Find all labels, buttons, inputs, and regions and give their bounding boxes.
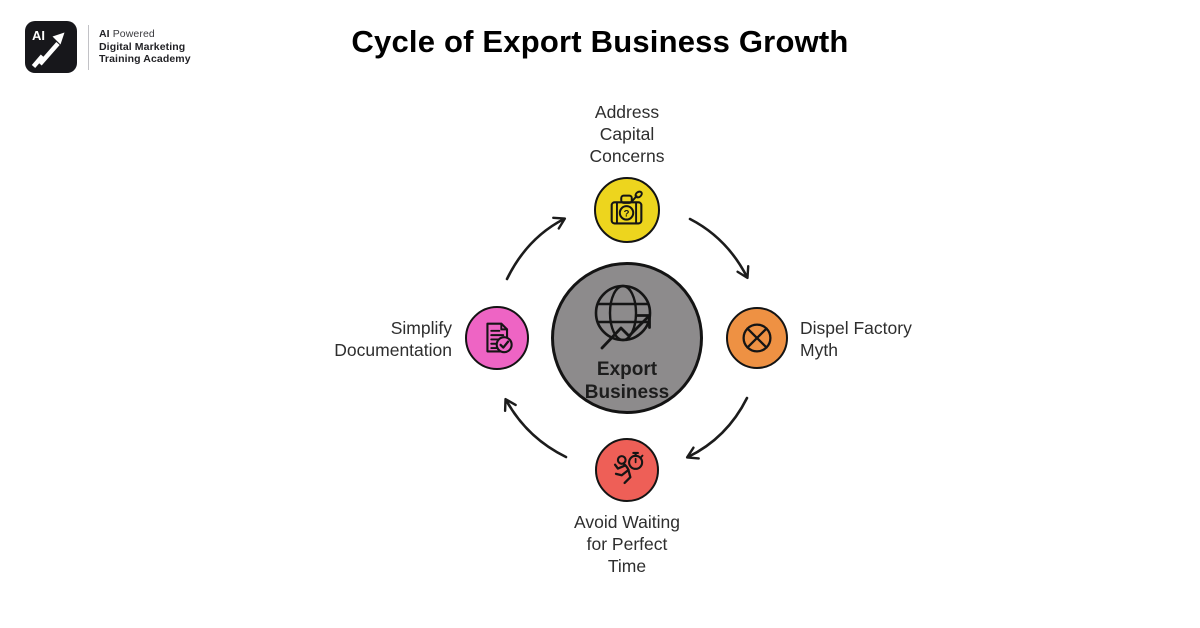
svg-text:?: ?: [624, 209, 630, 220]
document-check-icon: [486, 322, 513, 354]
label-dispel-factory-myth: Dispel Factory Myth: [800, 318, 912, 360]
arrow-bottom-to-left: [503, 397, 568, 459]
logo-line-digital-marketing: Digital Marketing: [99, 40, 186, 53]
node-avoid-waiting-perfect-time: [595, 438, 659, 502]
brand-logo-badge: AI: [25, 21, 77, 73]
briefcase-question-icon: ?: [610, 190, 643, 225]
arrow-right-to-bottom: [685, 396, 749, 460]
growth-arrow-icon: AI: [31, 28, 65, 68]
node-dispel-factory-myth: [726, 307, 788, 369]
arrow-left-to-top: [505, 216, 567, 281]
globe-growth-icon: [594, 284, 652, 350]
node-simplify-documentation: [465, 306, 529, 370]
logo-tagline-strong: AI: [99, 28, 110, 41]
center-node-label: Export Business: [584, 359, 670, 403]
center-node-export-business: Export Business: [551, 262, 703, 414]
crossed-circle-icon: [742, 323, 772, 353]
label-address-capital-concerns: Address Capital Concerns: [589, 102, 665, 166]
arrow-top-to-right: [688, 217, 750, 280]
logo-divider: [88, 24, 89, 70]
logo-tagline-regular: Powered: [112, 28, 155, 41]
logo-badge-ai-text: AI: [32, 28, 45, 43]
label-avoid-waiting-perfect-time: Avoid Waiting for Perfect Time: [573, 512, 681, 576]
label-simplify-documentation: Simplify Documentation: [334, 318, 452, 360]
page-title: Cycle of Export Business Growth: [351, 24, 849, 59]
node-address-capital-concerns: ?: [594, 177, 660, 243]
runner-stopwatch-icon: [613, 451, 644, 485]
logo-line-training-academy: Training Academy: [99, 53, 191, 66]
